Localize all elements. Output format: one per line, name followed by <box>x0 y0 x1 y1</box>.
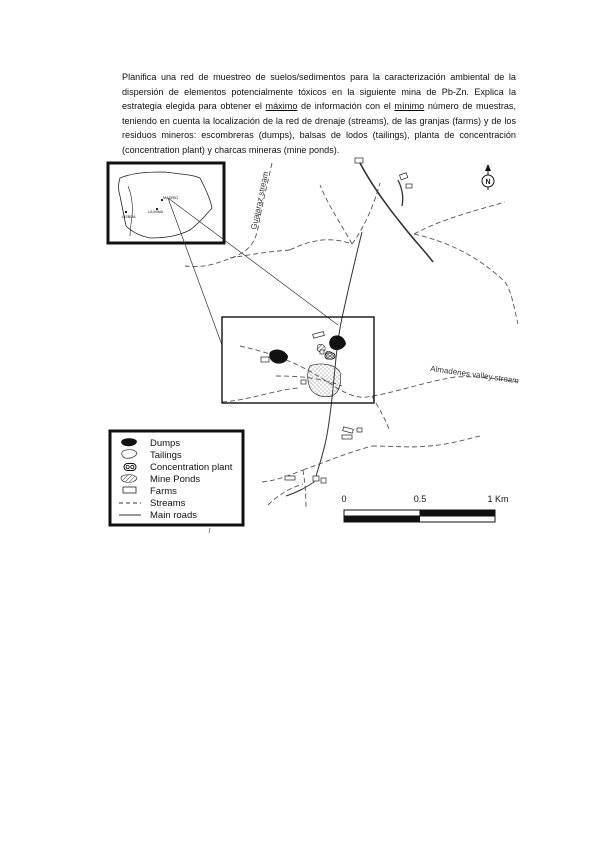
stream-lower-1 <box>261 469 304 483</box>
stream-west-branch <box>229 249 291 259</box>
leader-line-bottom <box>167 197 223 346</box>
road-main-northeast <box>359 162 434 263</box>
tick-mark <box>208 527 211 534</box>
stream-lower-5 <box>267 483 304 506</box>
prompt-text-1: Planifica una red de muestreo de suelos/… <box>122 72 516 112</box>
legend-tailings-label: Tailings <box>150 450 182 461</box>
iberia-outline <box>118 171 213 239</box>
farm <box>399 172 409 181</box>
farm <box>342 426 354 434</box>
stream-east-branch <box>289 239 353 251</box>
exercise-prompt: Planifica una red de muestreo de suelos/… <box>122 70 516 158</box>
stream-north-1 <box>351 182 381 245</box>
legend-streams-label: Streams <box>150 498 186 509</box>
farm <box>312 331 325 339</box>
portugal-border <box>127 185 133 237</box>
legend-tailings-icon <box>121 449 138 459</box>
prompt-maximo: máximo <box>265 101 298 112</box>
farm <box>356 427 363 433</box>
inset-map: MADRID LA MINA LISBOA <box>106 161 226 245</box>
prompt-text-2: de información con el <box>297 101 395 112</box>
stream-east-curve <box>413 201 506 235</box>
legend-mine-ponds-icon <box>120 474 138 483</box>
almadenes-stream-label: Almadenes valley stream <box>430 364 520 385</box>
farm <box>260 356 270 363</box>
concentration-plant <box>324 352 336 360</box>
farm <box>405 183 413 189</box>
tailings-pond <box>307 363 342 398</box>
legend: Dumps Tailings Concentration plant Mine … <box>108 429 245 527</box>
scale-segment-2 <box>419 509 496 517</box>
legend-concentration-plant-icon <box>123 463 137 471</box>
road-main-south <box>313 231 363 483</box>
road-west <box>285 481 315 497</box>
scale-half-label: 0.5 <box>414 494 427 504</box>
leader-line-top <box>167 197 339 326</box>
legend-dumps-icon <box>121 438 137 447</box>
farm <box>312 475 320 482</box>
farm <box>320 477 327 484</box>
legend-farms-icon <box>122 486 137 494</box>
farm <box>341 434 353 440</box>
scale-segment-3 <box>344 516 420 522</box>
prompt-minimo: mínimo <box>394 101 425 112</box>
main-roads <box>285 162 434 497</box>
scale-bar: 0 0.5 1 Km <box>341 494 509 523</box>
guajaraz-stream-label: Guajaraz stream <box>249 170 270 230</box>
legend-farms-label: Farms <box>150 486 177 497</box>
road-main-spur <box>397 179 404 207</box>
farm <box>284 475 296 481</box>
streams <box>184 162 519 511</box>
stream-southwest <box>221 387 299 403</box>
la-mina-dot <box>155 207 159 211</box>
legend-main-roads-label: Main roads <box>150 510 197 521</box>
farm <box>300 379 307 385</box>
stream-east-top <box>413 233 519 325</box>
legend-mine-ponds-label: Mine Ponds <box>150 474 200 485</box>
legend-concentration-plant-label: Concentration plant <box>150 462 233 473</box>
farm <box>319 349 325 355</box>
lisboa-label: LISBOA <box>122 215 136 219</box>
stream-main-valley <box>239 345 519 398</box>
dump-north <box>329 335 346 351</box>
north-label: N <box>485 179 490 186</box>
stream-lower-2 <box>302 445 373 471</box>
stream-south-branch <box>371 395 391 433</box>
stream-guajaraz <box>184 162 273 268</box>
legend-dumps-label: Dumps <box>150 438 180 449</box>
la-mina-label: LA MINA <box>148 210 163 214</box>
scale-zero-label: 0 <box>341 494 346 504</box>
scale-one-label: 1 Km <box>487 494 508 504</box>
madrid-dot <box>160 198 164 202</box>
north-arrow: N <box>481 164 495 190</box>
detail-frame <box>221 316 375 404</box>
lisboa-dot <box>124 210 128 214</box>
prompt-text-3: número de muestras, teniendo en cuenta l… <box>122 101 516 155</box>
farms <box>260 157 413 484</box>
dump-west <box>269 349 288 364</box>
stream-lower-4 <box>302 469 307 511</box>
scale-segment-1 <box>343 509 421 517</box>
stream-north-2 <box>319 184 353 245</box>
stream-lower-3 <box>371 435 481 448</box>
farm <box>354 157 364 164</box>
mine-features <box>269 335 346 398</box>
madrid-label: MADRID <box>163 196 178 200</box>
